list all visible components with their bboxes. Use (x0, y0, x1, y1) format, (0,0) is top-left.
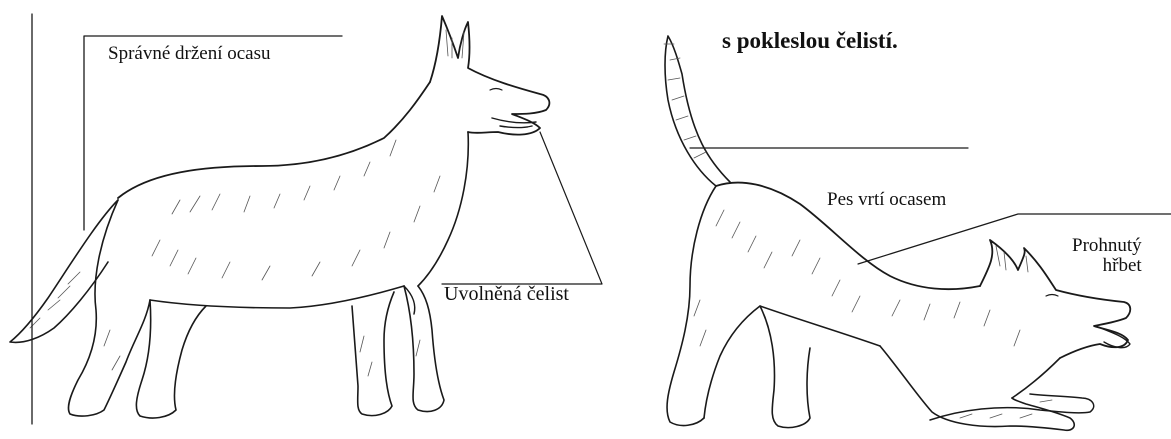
standing-dog-belly (150, 286, 404, 308)
standing-dog-front-legs (352, 292, 394, 416)
arched-back-label-line1: Prohnutý (1072, 236, 1142, 256)
drooping-jaw-caption: s pokleslou čelistí. (722, 29, 898, 53)
play-bow-dog-figure (664, 36, 1130, 430)
relaxed-jaw-label: Uvolněná čelist (444, 284, 569, 305)
standing-dog-back (118, 82, 430, 198)
standing-dog-fur-shading (104, 140, 440, 376)
relaxed-jaw-leader-line (442, 132, 602, 284)
standing-dog-hind-legs (68, 200, 150, 416)
tail-carriage-leader-line (84, 36, 342, 230)
play-bow-dog-front-legs (880, 346, 1074, 430)
play-bow-dog-tail (665, 36, 730, 186)
tail-wagging-label: Pes vrtí ocasem (827, 190, 946, 210)
tail-carriage-label: Správné držení ocasu (108, 44, 271, 64)
arched-back-label-line2: hřbet (1072, 256, 1142, 276)
play-bow-dog-fur-shading (694, 210, 1052, 418)
standing-dog-figure (10, 16, 602, 418)
standing-dog-head (430, 16, 549, 135)
standing-dog-tail (10, 200, 118, 342)
arched-back-label: Prohnutý hřbet (1072, 236, 1142, 276)
